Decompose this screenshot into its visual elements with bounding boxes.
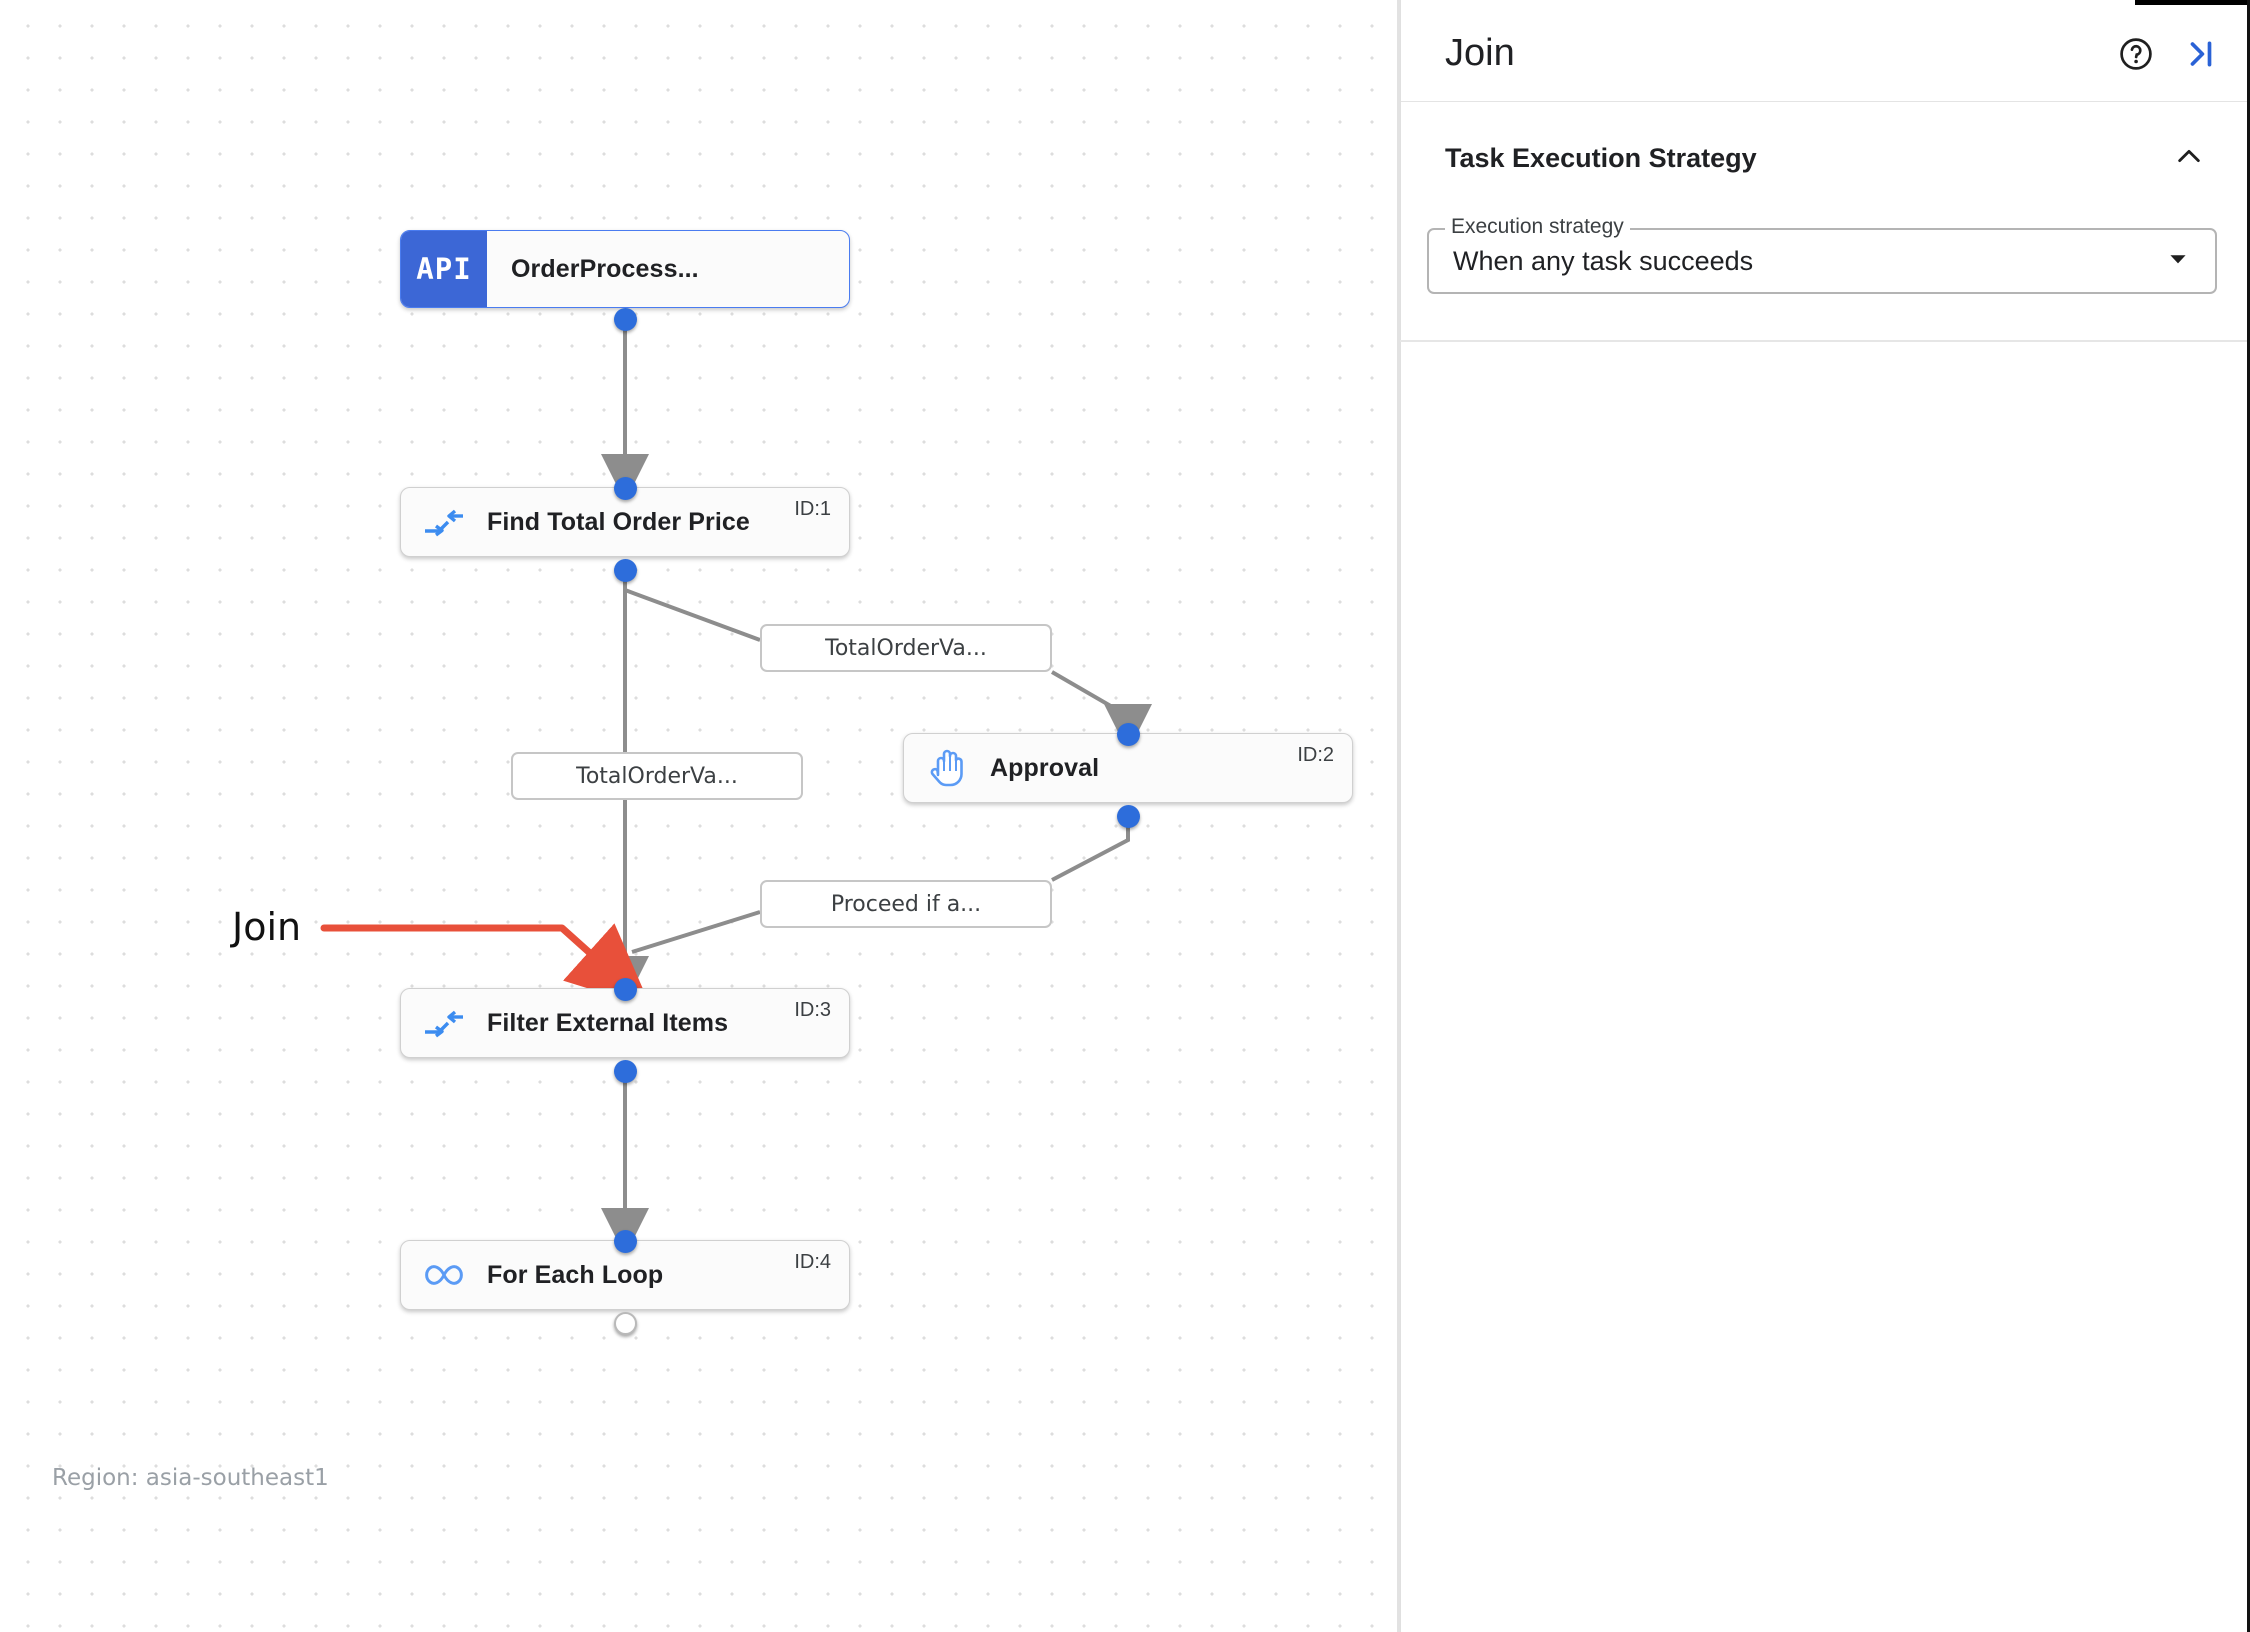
edge-label-proceed-if-approved[interactable]: Proceed if a... bbox=[760, 880, 1052, 928]
merge-arrows-icon bbox=[401, 507, 487, 537]
node-api-output-port[interactable] bbox=[614, 308, 637, 331]
node-4-input-port[interactable] bbox=[614, 1230, 637, 1253]
section-title: Task Execution Strategy bbox=[1445, 143, 1757, 173]
workflow-node-approval[interactable]: Approval ID:2 bbox=[903, 733, 1353, 803]
annotation-join-label: Join bbox=[232, 905, 302, 949]
node-id-badge: ID:3 bbox=[794, 999, 831, 1021]
edge-label-total-order-value-left[interactable]: TotalOrderVa... bbox=[511, 752, 803, 800]
window-right-edge bbox=[2247, 0, 2250, 1632]
node-title: Find Total Order Price bbox=[487, 507, 750, 536]
node-title: Filter External Items bbox=[487, 1008, 729, 1037]
execution-strategy-legend: Execution strategy bbox=[1445, 215, 1630, 239]
window-top-strip bbox=[2135, 0, 2247, 5]
panel-title: Join bbox=[1445, 32, 1515, 74]
node-1-output-port[interactable] bbox=[614, 559, 637, 582]
hand-icon bbox=[904, 748, 990, 788]
execution-strategy-field[interactable]: When any task succeeds Execution strateg… bbox=[1427, 215, 2217, 294]
edge-label-text: TotalOrderVa... bbox=[825, 635, 987, 661]
node-2-input-port[interactable] bbox=[1117, 723, 1140, 746]
node-id-badge: ID:4 bbox=[794, 1251, 831, 1273]
region-label: Region: asia-southeast1 bbox=[52, 1465, 329, 1491]
node-title: OrderProcess... bbox=[511, 254, 699, 283]
collapse-panel-icon[interactable] bbox=[2184, 37, 2218, 71]
node-title: For Each Loop bbox=[487, 1260, 664, 1289]
workflow-canvas[interactable]: API OrderProcess... Find Total Order Pri… bbox=[0, 0, 1400, 1632]
node-4-loop-output-port[interactable] bbox=[614, 1312, 637, 1335]
api-badge-label: API bbox=[416, 252, 472, 286]
node-title: Approval bbox=[990, 753, 1100, 782]
edge-label-total-order-value-top[interactable]: TotalOrderVa... bbox=[760, 624, 1052, 672]
node-2-output-port[interactable] bbox=[1117, 805, 1140, 828]
edge-label-text: TotalOrderVa... bbox=[576, 763, 738, 789]
properties-panel: Join Task Execution Strategy bbox=[1400, 0, 2248, 1632]
node-id-badge: ID:2 bbox=[1297, 744, 1334, 766]
node-id-badge: ID:1 bbox=[794, 498, 831, 520]
node-3-output-port[interactable] bbox=[614, 1060, 637, 1083]
merge-arrows-icon bbox=[401, 1008, 487, 1038]
panel-section-divider bbox=[1400, 340, 2247, 342]
edge-label-text: Proceed if a... bbox=[830, 891, 982, 917]
panel-header: Join bbox=[1401, 6, 2248, 102]
execution-strategy-value: When any task succeeds bbox=[1453, 245, 1754, 276]
node-3-input-port[interactable] bbox=[614, 978, 637, 1001]
api-badge-icon: API bbox=[401, 231, 487, 307]
chevron-up-icon[interactable] bbox=[2173, 140, 2205, 177]
infinity-icon bbox=[401, 1262, 487, 1288]
help-circle-icon[interactable] bbox=[2118, 36, 2154, 72]
node-1-input-port[interactable] bbox=[614, 477, 637, 500]
task-execution-strategy-section-header[interactable]: Task Execution Strategy bbox=[1445, 140, 2205, 177]
workflow-node-orderprocess[interactable]: API OrderProcess... bbox=[400, 230, 850, 308]
chevron-down-icon[interactable] bbox=[2165, 246, 2191, 277]
execution-strategy-select[interactable]: When any task succeeds bbox=[1427, 228, 2217, 294]
